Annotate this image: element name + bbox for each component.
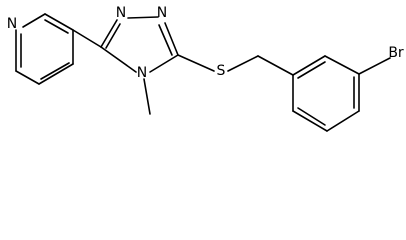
pyridine-ring [15, 13, 74, 85]
bond [324, 55, 360, 75]
bond [127, 16, 159, 19]
structure-svg: N N N N S Br [7, 5, 404, 132]
bond [44, 19, 69, 34]
molecule-diagram: N N N N S Br [7, 5, 404, 132]
bond [38, 63, 74, 85]
bond [358, 57, 391, 75]
triazole-nitrogen-1-label: N [116, 5, 126, 21]
bond [105, 23, 121, 49]
triazole-nitrogen-4-label: N [137, 65, 147, 81]
bond [72, 29, 102, 48]
triazole-nitrogen-2-label: N [157, 5, 167, 21]
pyridine-nitrogen-label: N [7, 16, 17, 32]
bond [297, 61, 326, 79]
bond [143, 78, 151, 115]
bond [149, 54, 179, 73]
bond [326, 110, 360, 132]
bond [158, 24, 173, 56]
bromine-label: Br [388, 45, 404, 61]
bond [40, 62, 70, 80]
bond [44, 13, 74, 31]
bond [257, 55, 294, 76]
bond [22, 13, 46, 28]
bond [100, 19, 118, 48]
bond [15, 70, 40, 85]
bond [297, 107, 326, 126]
bond [177, 54, 215, 72]
triazole-ring [100, 16, 179, 73]
bond [227, 55, 259, 72]
bond [164, 22, 179, 56]
benzene-ring [292, 55, 360, 132]
bond [292, 55, 326, 76]
sulfur-label: S [217, 63, 226, 79]
bond [100, 46, 137, 73]
bond [292, 110, 328, 132]
